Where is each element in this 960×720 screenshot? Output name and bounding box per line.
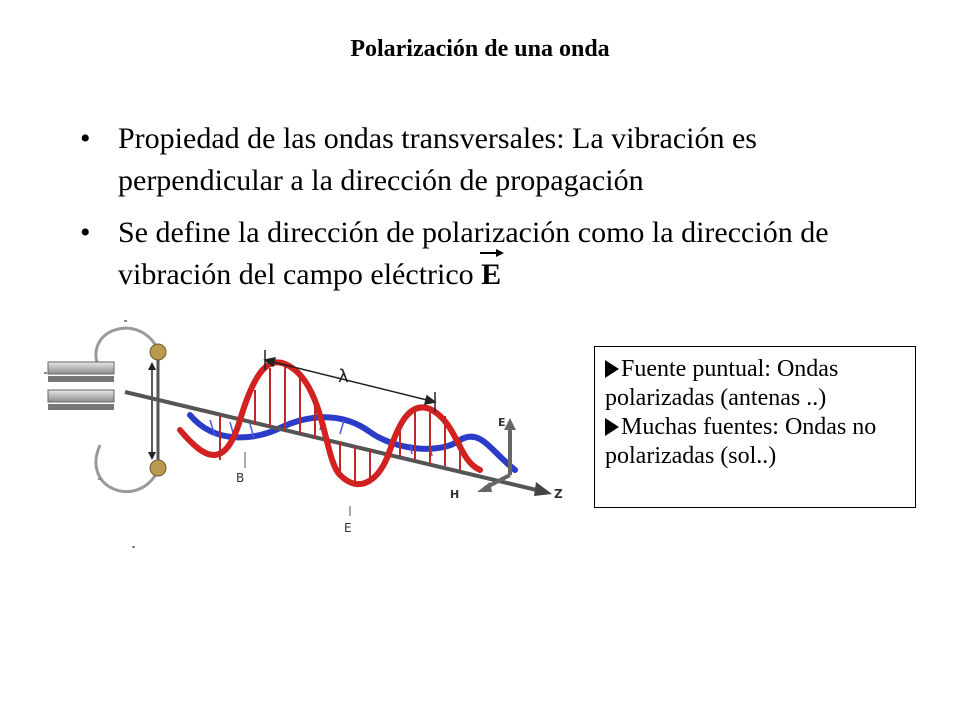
e-axis-label: E — [498, 416, 506, 429]
magnetic-field-wave — [187, 412, 518, 473]
lambda-label: λ — [338, 366, 349, 387]
z-axis-arrow-icon — [534, 482, 552, 496]
bullet-text: Propiedad de las ondas transversales: La… — [118, 122, 757, 197]
wavelength-marker — [263, 350, 437, 412]
antenna-ball-icon — [149, 343, 167, 361]
bullet-list: • Propiedad de las ondas transversales: … — [80, 118, 880, 306]
h-axis-label: H — [450, 488, 459, 501]
bullet-item: • Se define la dirección de polarización… — [80, 212, 880, 296]
vector-symbol: E — [481, 258, 502, 291]
bullet-marker: • — [80, 216, 91, 249]
antenna-wire — [94, 444, 160, 494]
bullet-marker: • — [80, 122, 91, 155]
z-axis-label: Z — [554, 487, 563, 501]
info-box: Fuente puntual: Ondas polarizadas (anten… — [594, 346, 916, 508]
bullet-item: • Propiedad de las ondas transversales: … — [80, 118, 880, 202]
em-wave-diagram: λ E H Z B E — [44, 320, 563, 548]
electric-field-wave — [177, 359, 483, 488]
antenna-wire — [94, 326, 160, 371]
info-item: Muchas fuentes: Ondas no polarizadas (so… — [605, 414, 877, 469]
arrow-bullet-icon — [605, 418, 619, 436]
b-label: B — [236, 471, 244, 485]
info-item: Fuente puntual: Ondas polarizadas (anten… — [605, 356, 839, 411]
propagation-axis — [124, 390, 546, 494]
e-label: E — [344, 521, 352, 535]
bullet-text: Se define la dirección de polarización c… — [118, 216, 829, 291]
capacitor-plates-icon — [47, 361, 115, 410]
arrow-bullet-icon — [605, 360, 619, 378]
electric-field-vector: E — [480, 249, 505, 296]
vector-arrow-icon — [480, 249, 505, 257]
antenna-ball-icon — [149, 459, 167, 477]
slide-title: Polarización de una onda — [350, 36, 610, 62]
